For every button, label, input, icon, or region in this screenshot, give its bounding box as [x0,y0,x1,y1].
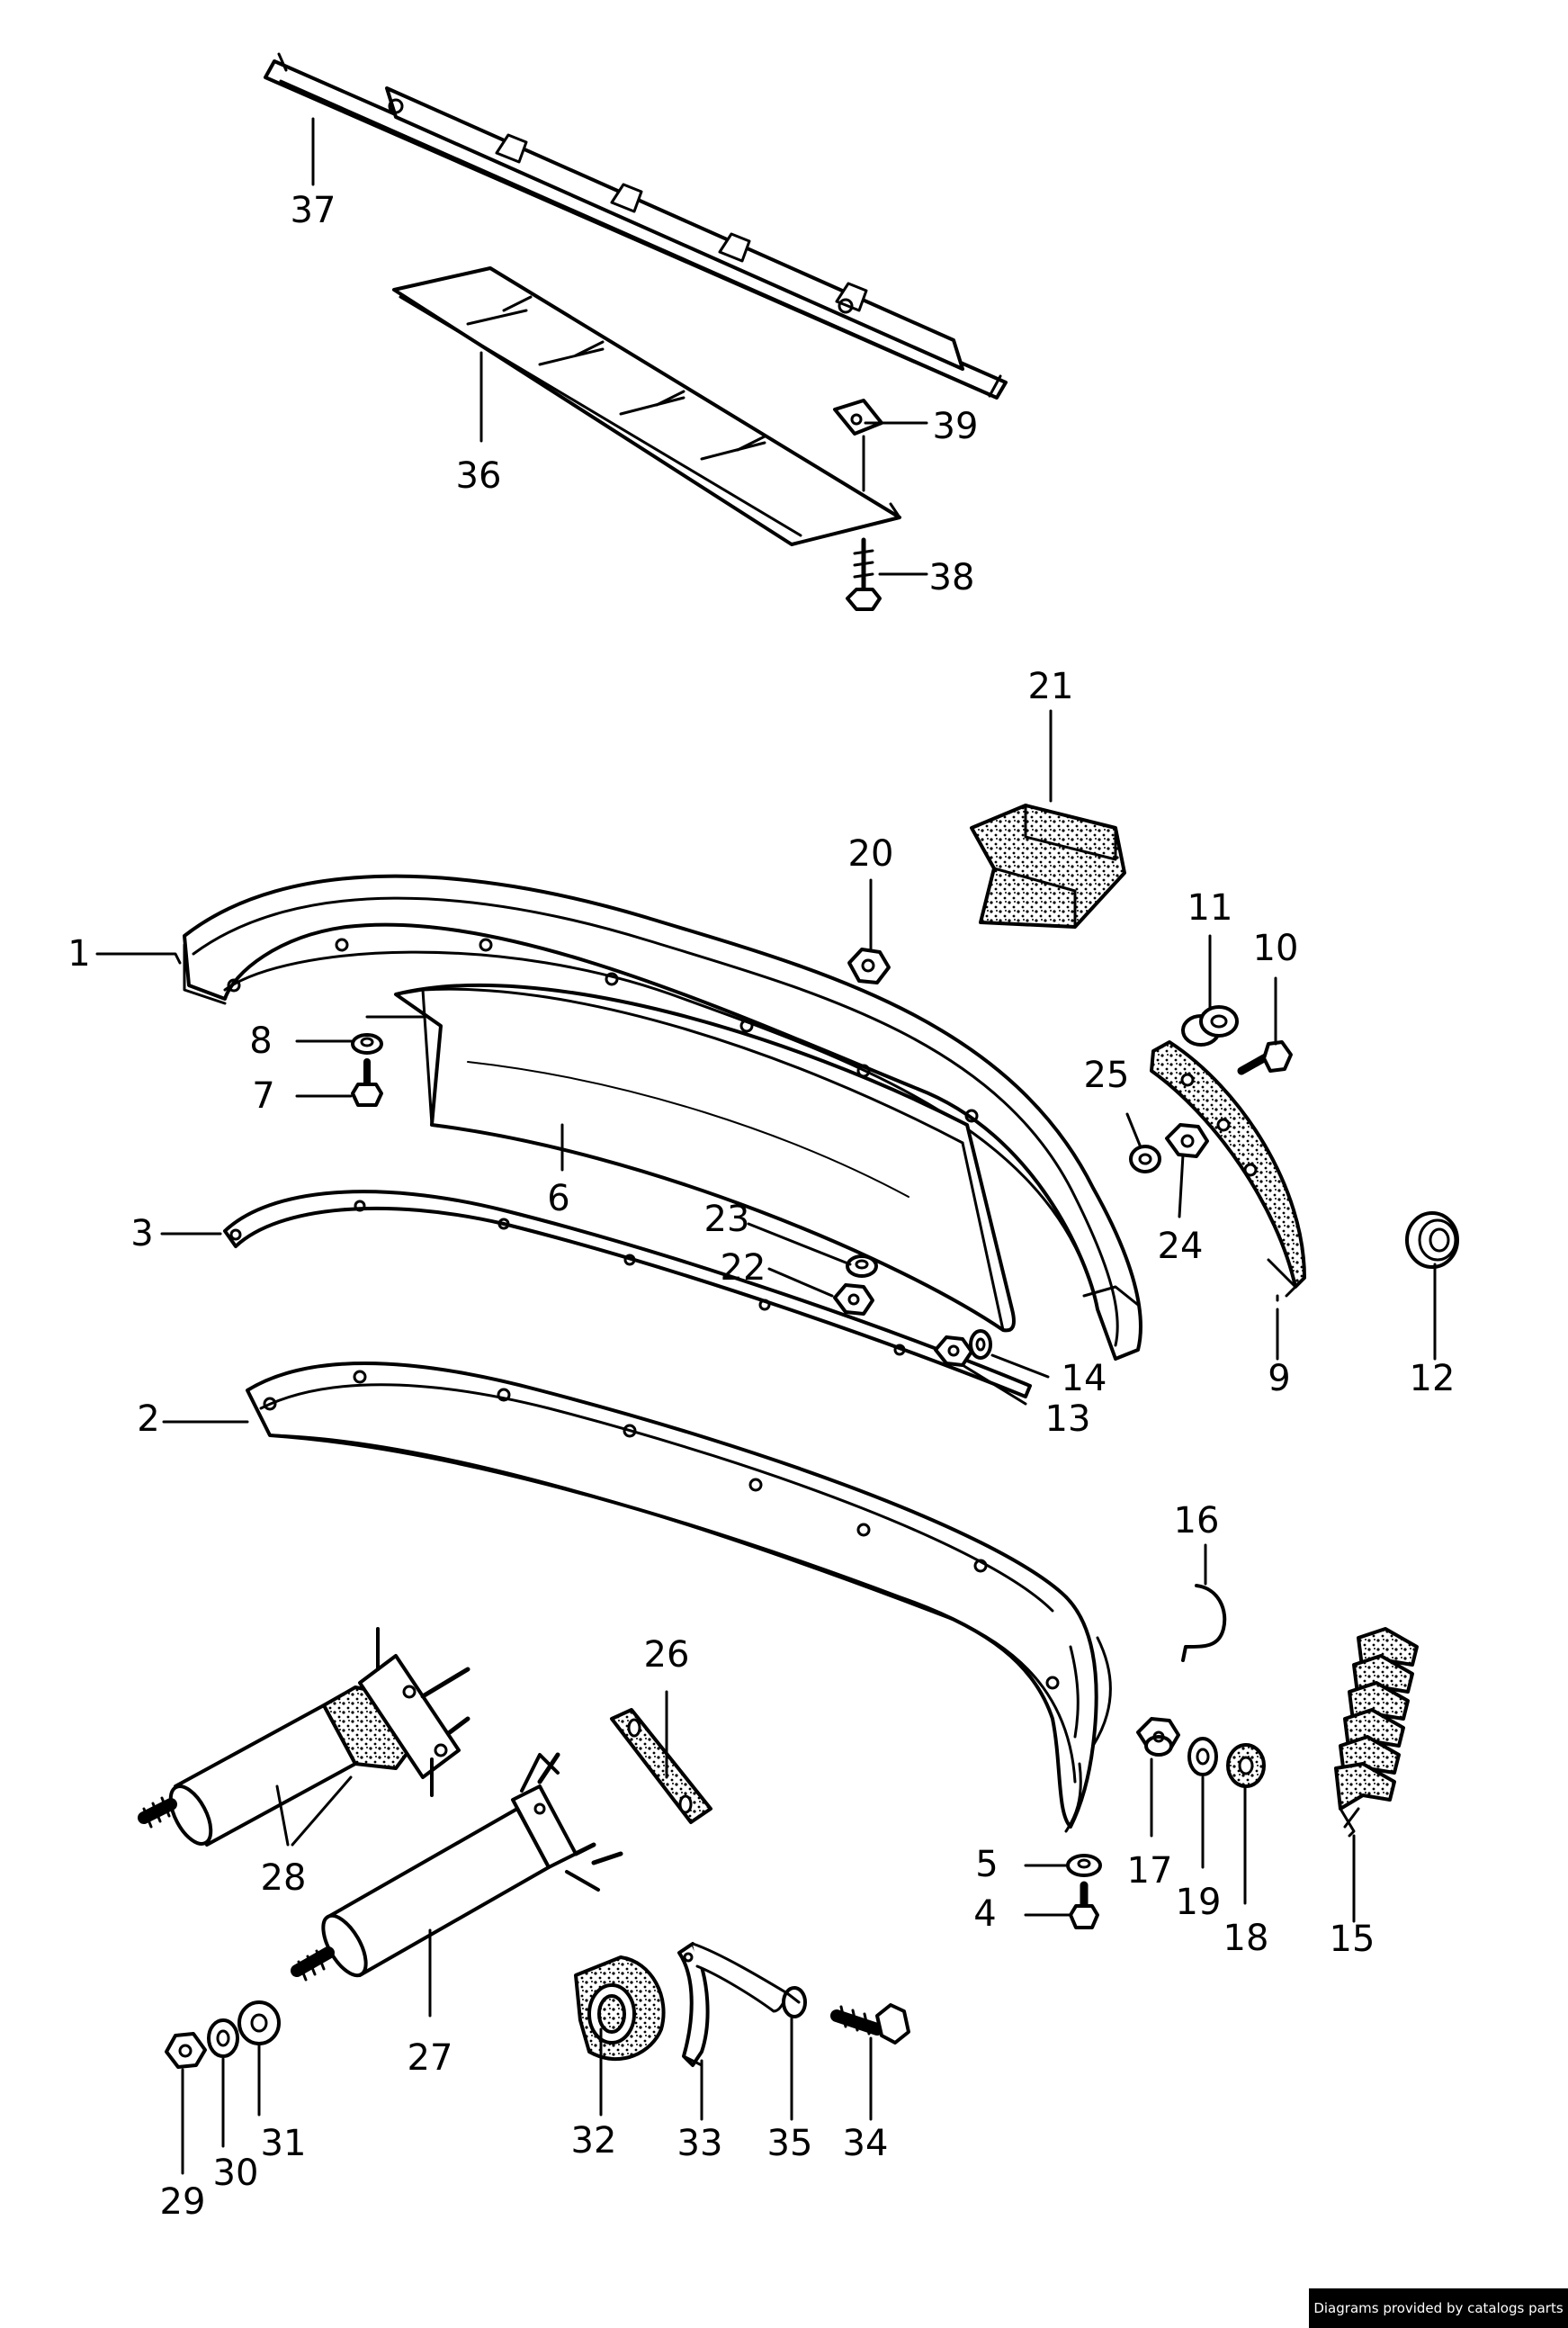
part-30-washer [209,2020,237,2056]
callout-27: 27 [408,2037,453,2079]
callout-21: 21 [1028,666,1074,707]
callout-36: 36 [456,455,502,497]
part-8-washer [353,1017,423,1053]
callout-29: 29 [160,2181,206,2223]
part-25-washer [1131,1146,1160,1172]
part-12-grommet [1407,1213,1457,1267]
part-17-nut [1138,1719,1178,1755]
callout-9: 9 [1268,1358,1290,1399]
part-21-foam-block [972,805,1124,927]
callout-38: 38 [929,557,975,598]
part-5-washer [1068,1856,1100,1875]
callout-5: 5 [975,1844,998,1885]
part-20-nut [849,949,889,983]
callout-28: 28 [261,1857,307,1899]
callout-30: 30 [213,2153,259,2194]
callout-25: 25 [1084,1055,1130,1096]
part-23-washer [847,1256,876,1276]
part-29-nut [166,2034,205,2067]
part-31-washer [239,2002,279,2044]
part-35-split-washer [784,1988,805,2017]
part-32-bushing [576,1957,664,2059]
part-15-shim-pack [1336,1629,1417,1836]
part-19-washer [1189,1739,1216,1775]
part-10-bolt [1241,1042,1291,1071]
part-18-lock-washer [1228,1745,1264,1786]
part-22-nut [835,1285,873,1314]
callout-22: 22 [721,1247,766,1289]
callout-13: 13 [1045,1398,1091,1440]
part-33-clamp [679,1944,787,2065]
part-24-nut [1167,1125,1207,1156]
callout-3: 3 [130,1213,153,1254]
credit-bar: Diagrams provided by catalogs parts [1309,2288,1568,2328]
part-2-bumper-cover [247,1363,1110,1831]
part-38-screw [847,540,880,609]
part-34-bolt [837,2005,909,2043]
callout-23: 23 [704,1199,750,1240]
part-14-washer [971,1331,990,1358]
callout-7: 7 [252,1075,274,1117]
callout-8: 8 [249,1020,272,1062]
callout-26: 26 [644,1634,690,1676]
callout-18: 18 [1223,1918,1269,1959]
callout-34: 34 [843,2123,889,2164]
callout-19: 19 [1176,1882,1222,1923]
callout-12: 12 [1410,1358,1456,1399]
part-37-rail [265,54,1006,398]
callout-16: 16 [1174,1500,1220,1542]
part-9-bracket [1151,1042,1304,1300]
part-1-bumper-shell [184,876,1141,1359]
callout-32: 32 [571,2120,617,2162]
callout-6: 6 [547,1178,569,1219]
part-7-bolt [353,1062,381,1105]
callout-39: 39 [933,406,979,447]
callout-31: 31 [261,2123,307,2164]
callout-20: 20 [848,833,894,875]
callout-33: 33 [677,2123,723,2164]
callout-24: 24 [1158,1226,1204,1267]
part-26-pad [612,1710,711,1822]
part-27-impact-absorber [297,1755,621,1982]
part-36-under-panel [394,268,900,544]
part-39-clip-nut [835,400,882,490]
callout-4: 4 [973,1893,996,1935]
leader-lines [95,117,1437,2175]
callout-labels: 1 2 3 4 5 6 7 8 9 10 11 12 13 14 15 16 1… [67,190,1455,2223]
credit-text: Diagrams provided by catalogs parts [1313,2300,1564,2316]
part-11-grommet [1183,1007,1237,1045]
part-4-bolt [1071,1885,1098,1928]
callout-15: 15 [1330,1919,1375,1960]
callout-17: 17 [1127,1850,1173,1892]
callout-37: 37 [291,190,336,231]
callout-14: 14 [1062,1358,1107,1399]
part-28-impact-absorber [144,1629,468,1850]
part-3-trim-strip [225,1191,1030,1397]
part-16-spring-clip [1183,1586,1224,1660]
callout-10: 10 [1253,928,1299,969]
part-6-inner-channel [396,985,1014,1331]
callout-2: 2 [137,1398,159,1440]
callout-11: 11 [1187,887,1233,929]
callout-35: 35 [767,2123,813,2164]
callout-1: 1 [67,933,90,975]
